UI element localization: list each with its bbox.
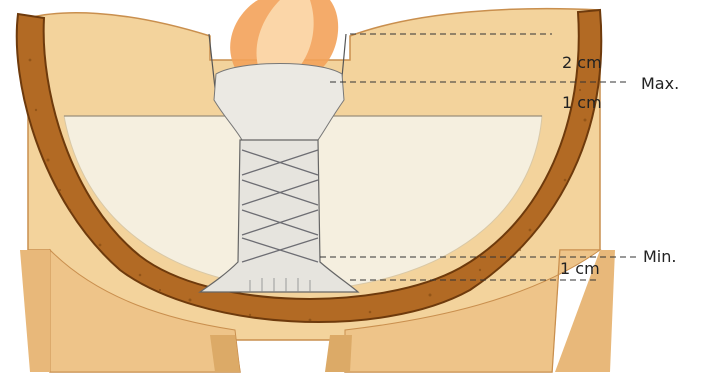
label-below-max-gap: 1 cm xyxy=(562,93,602,112)
label-min: Min. xyxy=(643,247,676,266)
label-top-gap: 2 cm xyxy=(562,53,602,72)
label-max: Max. xyxy=(641,74,679,93)
label-bottom-gap: 1 cm xyxy=(560,259,600,278)
flame xyxy=(230,0,338,70)
